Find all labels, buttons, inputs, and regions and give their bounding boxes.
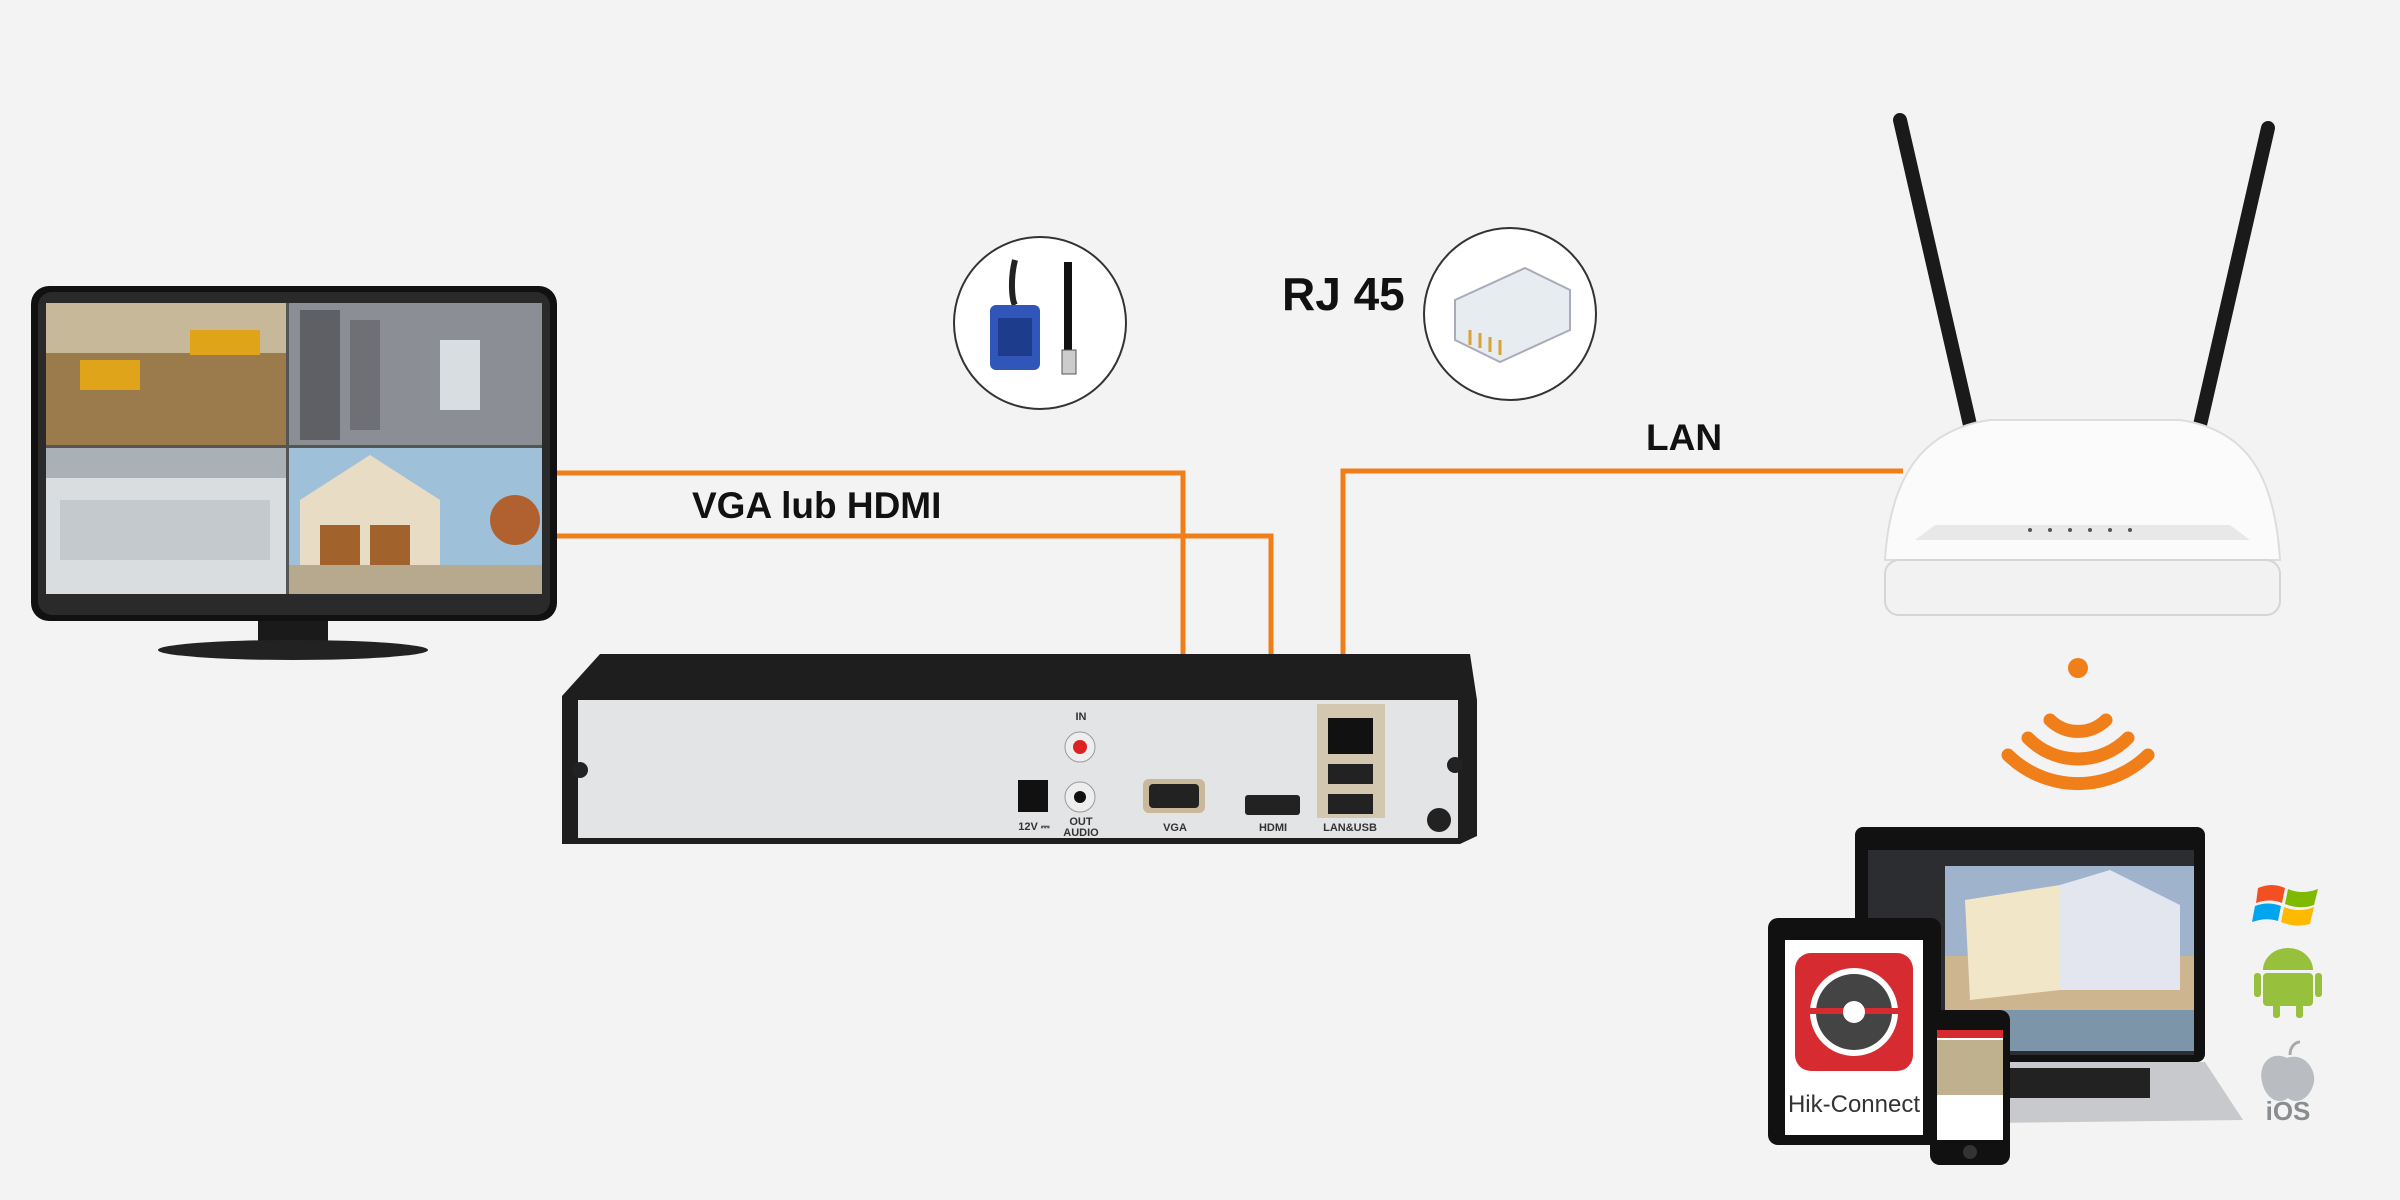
ios-label: iOS xyxy=(2266,1096,2311,1126)
hdmi-port-label: HDMI xyxy=(1259,822,1287,834)
camera-feed-construction xyxy=(46,303,286,445)
video-connection-label: VGA lub HDMI xyxy=(692,485,941,526)
hik-connect-label: Hik-Connect xyxy=(1788,1091,1920,1118)
android-icon xyxy=(2254,948,2322,1018)
lan-label: LAN xyxy=(1646,417,1722,458)
audio-in-label: IN xyxy=(1076,711,1087,723)
wifi-icon xyxy=(2001,658,2155,791)
power-port xyxy=(1018,780,1048,812)
camera-feed-office xyxy=(46,448,286,594)
lan-usb-port-label: LAN&USB xyxy=(1323,822,1377,834)
camera-feed-warehouse xyxy=(289,303,542,445)
rj45-label: RJ 45 xyxy=(1282,268,1405,320)
audio-label: AUDIO xyxy=(1063,827,1099,839)
vga-hdmi-cable-icon xyxy=(953,236,1127,410)
apple-icon: iOS xyxy=(2261,1040,2315,1126)
camera-feed-house xyxy=(289,448,542,594)
lan-cable-line xyxy=(1340,468,1903,722)
smartphone xyxy=(1930,1010,2010,1165)
tablet-hik-connect: Hik-Connect xyxy=(1768,918,1941,1145)
rj45-connector-icon xyxy=(1423,227,1597,401)
hdmi-port xyxy=(1245,795,1300,815)
windows-icon xyxy=(2252,885,2318,926)
power-label: 12V ⎓ xyxy=(1018,821,1050,833)
nvr-recorder: IN 12V ⎓ OUT AUDIO VGA HDMI LAN&USB xyxy=(562,654,1477,844)
wifi-router xyxy=(1883,113,2282,616)
monitor xyxy=(31,286,557,660)
audio-out-label: OUT xyxy=(1069,816,1093,828)
vga-port-label: VGA xyxy=(1163,822,1187,834)
